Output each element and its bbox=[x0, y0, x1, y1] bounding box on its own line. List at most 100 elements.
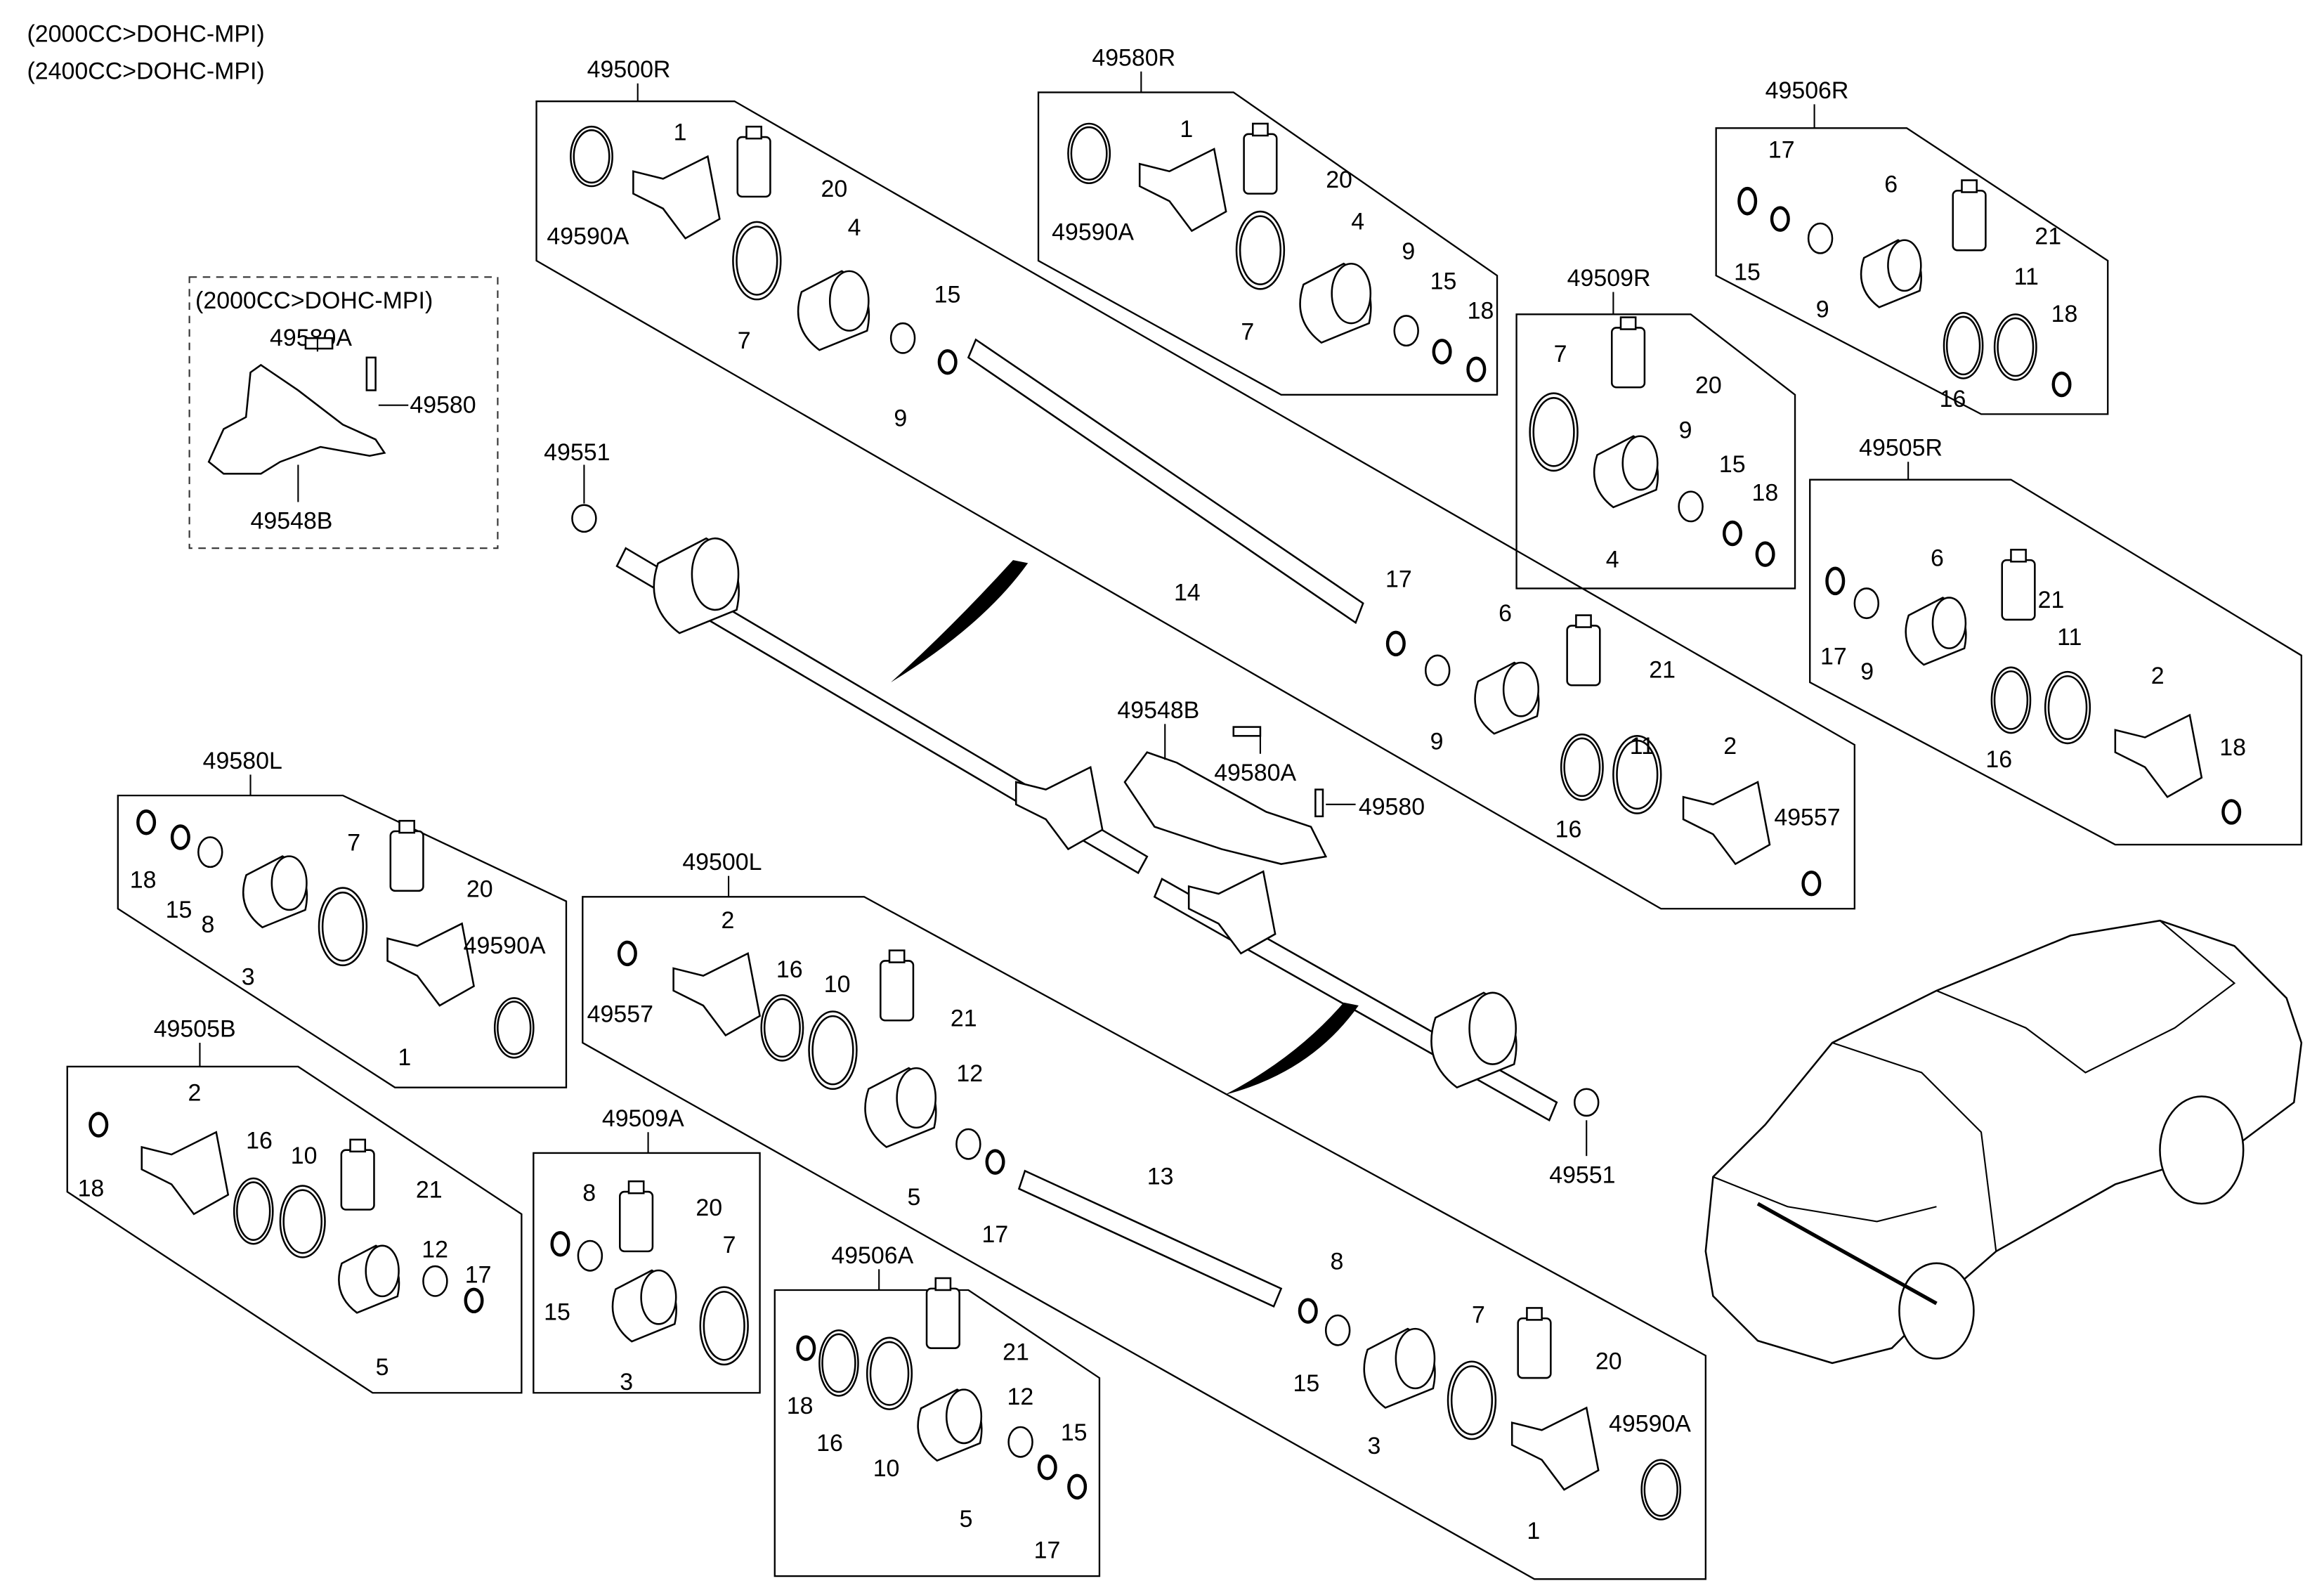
callout-9[interactable]: 9 bbox=[1860, 658, 1874, 685]
callout-49557[interactable]: 49557 bbox=[587, 1001, 653, 1027]
kit-title-49500l[interactable]: 49500L bbox=[682, 849, 762, 876]
callout-4[interactable]: 4 bbox=[1351, 208, 1364, 235]
callout-12[interactable]: 12 bbox=[1007, 1384, 1034, 1410]
callout-7[interactable]: 7 bbox=[1554, 341, 1567, 367]
callout-15[interactable]: 15 bbox=[1719, 451, 1746, 478]
callout-20[interactable]: 20 bbox=[1595, 1348, 1622, 1374]
callout-15[interactable]: 15 bbox=[1061, 1419, 1088, 1446]
callout-18[interactable]: 18 bbox=[787, 1393, 814, 1419]
callout-18[interactable]: 18 bbox=[2219, 734, 2246, 761]
callout-7[interactable]: 7 bbox=[347, 830, 360, 857]
callout-8[interactable]: 8 bbox=[1331, 1248, 1344, 1275]
callout-20[interactable]: 20 bbox=[1695, 372, 1722, 399]
kit-title-49509r[interactable]: 49509R bbox=[1567, 265, 1651, 292]
callout-49557[interactable]: 49557 bbox=[1774, 805, 1840, 831]
label-49551-right-nut[interactable]: 49551 bbox=[544, 439, 610, 466]
callout-20[interactable]: 20 bbox=[821, 176, 848, 202]
label-49580-bolt[interactable]: 49580 bbox=[1359, 794, 1425, 821]
callout-49590a[interactable]: 49590A bbox=[547, 223, 629, 250]
callout-17[interactable]: 17 bbox=[465, 1261, 492, 1288]
callout-6[interactable]: 6 bbox=[1931, 545, 1944, 572]
callout-2[interactable]: 2 bbox=[2151, 663, 2165, 689]
callout-16[interactable]: 16 bbox=[1940, 386, 1966, 412]
kit-title-49509a[interactable]: 49509A bbox=[602, 1105, 684, 1132]
inset-label-49548b[interactable]: 49548B bbox=[251, 508, 333, 535]
callout-8[interactable]: 8 bbox=[582, 1180, 596, 1206]
callout-11[interactable]: 11 bbox=[2057, 624, 2082, 651]
callout-20[interactable]: 20 bbox=[466, 876, 493, 902]
callout-18[interactable]: 18 bbox=[1468, 298, 1494, 325]
callout-16[interactable]: 16 bbox=[1985, 746, 2012, 773]
callout-2[interactable]: 2 bbox=[1723, 733, 1737, 760]
callout-9[interactable]: 9 bbox=[1402, 238, 1415, 265]
callout-18[interactable]: 18 bbox=[130, 867, 157, 894]
callout-7[interactable]: 7 bbox=[1472, 1302, 1485, 1329]
callout-16[interactable]: 16 bbox=[246, 1128, 273, 1154]
callout-5[interactable]: 5 bbox=[376, 1354, 389, 1381]
callout-2[interactable]: 2 bbox=[721, 907, 734, 934]
callout-18[interactable]: 18 bbox=[2051, 301, 2078, 327]
callout-11[interactable]: 11 bbox=[2014, 263, 2039, 290]
label-49580a-bolt[interactable]: 49580A bbox=[1214, 760, 1296, 786]
callout-2[interactable]: 2 bbox=[188, 1080, 201, 1107]
callout-5[interactable]: 5 bbox=[960, 1506, 973, 1532]
callout-49590a[interactable]: 49590A bbox=[1609, 1410, 1691, 1437]
kit-title-49506r[interactable]: 49506R bbox=[1765, 77, 1849, 104]
kit-title-49580l[interactable]: 49580L bbox=[203, 748, 282, 774]
callout-16[interactable]: 16 bbox=[816, 1430, 843, 1457]
callout-6[interactable]: 6 bbox=[1884, 171, 1898, 197]
callout-21[interactable]: 21 bbox=[2038, 587, 2065, 613]
callout-7[interactable]: 7 bbox=[723, 1232, 736, 1258]
callout-17[interactable]: 17 bbox=[1034, 1537, 1061, 1564]
callout-15[interactable]: 15 bbox=[544, 1299, 570, 1325]
kit-title-49505r[interactable]: 49505R bbox=[1859, 435, 1943, 462]
callout-21[interactable]: 21 bbox=[1649, 657, 1676, 684]
callout-49590a[interactable]: 49590A bbox=[464, 932, 546, 959]
callout-10[interactable]: 10 bbox=[824, 971, 851, 998]
callout-5[interactable]: 5 bbox=[907, 1184, 920, 1211]
label-49551-left-nut[interactable]: 49551 bbox=[1549, 1161, 1615, 1188]
callout-17[interactable]: 17 bbox=[1385, 566, 1412, 592]
callout-18[interactable]: 18 bbox=[78, 1175, 105, 1202]
callout-3[interactable]: 3 bbox=[620, 1369, 633, 1395]
callout-20[interactable]: 20 bbox=[696, 1195, 722, 1221]
callout-11[interactable]: 11 bbox=[1630, 733, 1654, 760]
callout-49590a[interactable]: 49590A bbox=[1052, 219, 1134, 245]
callout-9[interactable]: 9 bbox=[894, 405, 907, 431]
callout-10[interactable]: 10 bbox=[291, 1143, 318, 1169]
callout-3[interactable]: 3 bbox=[1368, 1433, 1381, 1459]
kit-title-49506a[interactable]: 49506A bbox=[831, 1242, 913, 1269]
callout-15[interactable]: 15 bbox=[1734, 259, 1761, 286]
callout-4[interactable]: 4 bbox=[1606, 547, 1619, 573]
callout-9[interactable]: 9 bbox=[1679, 417, 1692, 443]
callout-21[interactable]: 21 bbox=[416, 1177, 443, 1204]
callout-7[interactable]: 7 bbox=[738, 327, 751, 354]
callout-1[interactable]: 1 bbox=[1527, 1518, 1540, 1544]
callout-4[interactable]: 4 bbox=[848, 214, 861, 241]
callout-7[interactable]: 7 bbox=[1241, 318, 1254, 345]
callout-17[interactable]: 17 bbox=[981, 1221, 1008, 1248]
callout-15[interactable]: 15 bbox=[166, 897, 192, 923]
callout-20[interactable]: 20 bbox=[1326, 167, 1352, 193]
callout-9[interactable]: 9 bbox=[1816, 297, 1829, 323]
callout-12[interactable]: 12 bbox=[422, 1236, 448, 1263]
label-49548b-bracket[interactable]: 49548B bbox=[1117, 697, 1199, 724]
kit-title-49500r[interactable]: 49500R bbox=[587, 56, 671, 83]
callout-15[interactable]: 15 bbox=[1293, 1370, 1320, 1397]
callout-21[interactable]: 21 bbox=[2035, 223, 2061, 250]
kit-title-49580r[interactable]: 49580R bbox=[1092, 44, 1175, 71]
callout-10[interactable]: 10 bbox=[873, 1455, 900, 1482]
callout-6[interactable]: 6 bbox=[1499, 600, 1512, 627]
callout-1[interactable]: 1 bbox=[674, 119, 687, 145]
callout-15[interactable]: 15 bbox=[1430, 268, 1457, 294]
callout-18[interactable]: 18 bbox=[1752, 479, 1779, 506]
callout-17[interactable]: 17 bbox=[1768, 137, 1795, 164]
callout-1[interactable]: 1 bbox=[1180, 116, 1193, 143]
callout-16[interactable]: 16 bbox=[776, 956, 803, 983]
callout-21[interactable]: 21 bbox=[951, 1005, 977, 1032]
kit-title-49505b[interactable]: 49505B bbox=[154, 1016, 236, 1043]
callout-3[interactable]: 3 bbox=[242, 963, 255, 990]
callout-15[interactable]: 15 bbox=[934, 281, 961, 308]
callout-12[interactable]: 12 bbox=[956, 1060, 983, 1087]
callout-8[interactable]: 8 bbox=[202, 911, 215, 938]
